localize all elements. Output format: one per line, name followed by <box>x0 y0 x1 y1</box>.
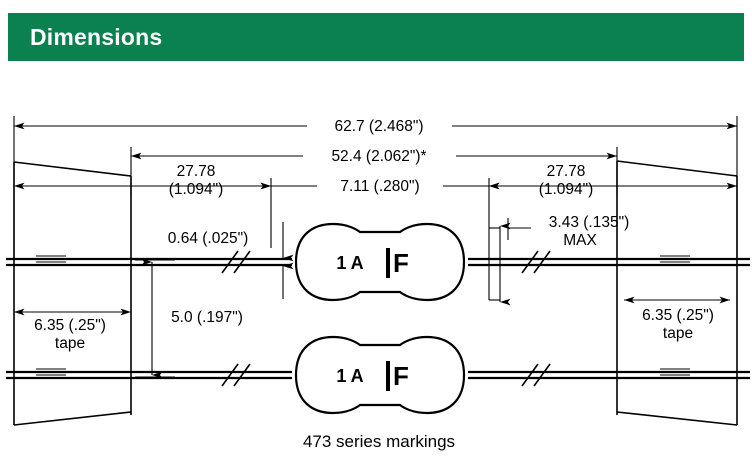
littelfuse-lf-logo-lower: F <box>386 361 409 391</box>
tape-right: 6.35 (.25") tape <box>616 160 738 426</box>
break-lower-right-a <box>521 363 539 387</box>
littelfuse-lf-logo-upper: F <box>386 248 409 278</box>
fuse-body-upper <box>294 222 466 302</box>
tape-right-bottom-slant <box>616 411 738 426</box>
fuse-marking-upper: 1 A <box>336 253 363 273</box>
break-upper-right-b <box>533 250 551 274</box>
dim-label-tape-left-width: 6.35 (.25") <box>34 317 106 334</box>
break-lower-right-b <box>533 363 551 387</box>
dim-label-lead-left-mm: 27.78 <box>177 163 216 180</box>
lf-logo-letter-upper: F <box>393 248 409 278</box>
fuse-body-lower <box>294 335 466 415</box>
break-lower-left-b <box>233 363 251 387</box>
page-title: Dimensions <box>30 23 163 50</box>
break-upper-left-b <box>233 250 251 274</box>
dim-label-body-length: 7.11 (.280") <box>340 178 419 195</box>
tape-right-top-slant <box>616 160 738 177</box>
section-header-bar: Dimensions <box>8 13 744 61</box>
dimension-lead-right: 27.78 (1.094") <box>489 163 737 198</box>
dimension-lead-to-lead: 52.4 (2.062")* <box>131 148 617 165</box>
dimension-body-diameter: 3.43 (.135") MAX <box>489 214 629 306</box>
dimension-lead-diameter: 0.64 (.025") <box>168 222 294 299</box>
dimension-lead-left: 27.78 (1.094") <box>14 163 271 198</box>
dim-label-overall-length: 62.7 (2.468") <box>334 118 423 135</box>
fuse-upper: 1 A F <box>6 222 750 302</box>
dimension-overall-length: 62.7 (2.468") <box>14 118 737 135</box>
dim-label-lead-right-in: (1.094") <box>539 181 594 198</box>
dim-label-tape-left-word: tape <box>55 335 85 352</box>
fuse-marking-lower: 1 A <box>336 366 363 386</box>
dimension-lead-spacing: 5.0 (.197") <box>135 258 243 379</box>
dim-label-tape-right-width: 6.35 (.25") <box>642 307 714 324</box>
fuse-lower: 1 A F <box>6 335 750 415</box>
break-lower-left-a <box>221 363 239 387</box>
break-upper-right-a <box>521 250 539 274</box>
tape-left-top-slant <box>13 161 132 177</box>
tape-left: 6.35 (.25") tape <box>13 161 132 426</box>
dimension-body-length: 7.11 (.280") <box>260 178 500 195</box>
dim-label-body-diameter: 3.43 (.135") <box>549 214 629 231</box>
dim-label-body-diameter-max: MAX <box>563 232 597 249</box>
dim-label-lead-spacing: 5.0 (.197") <box>171 309 243 326</box>
dim-label-lead-left-in: (1.094") <box>169 181 224 198</box>
break-upper-left-a <box>221 250 239 274</box>
drawing-caption: 473 series markings <box>303 432 455 451</box>
tape-left-bottom-slant <box>13 411 132 426</box>
dim-label-tape-right-word: tape <box>663 325 693 342</box>
dim-label-lead-to-lead: 52.4 (2.062")* <box>331 148 426 165</box>
dim-label-lead-right-mm: 27.78 <box>547 163 586 180</box>
dim-label-lead-diameter: 0.64 (.025") <box>168 230 248 247</box>
lf-logo-letter-lower: F <box>393 361 409 391</box>
